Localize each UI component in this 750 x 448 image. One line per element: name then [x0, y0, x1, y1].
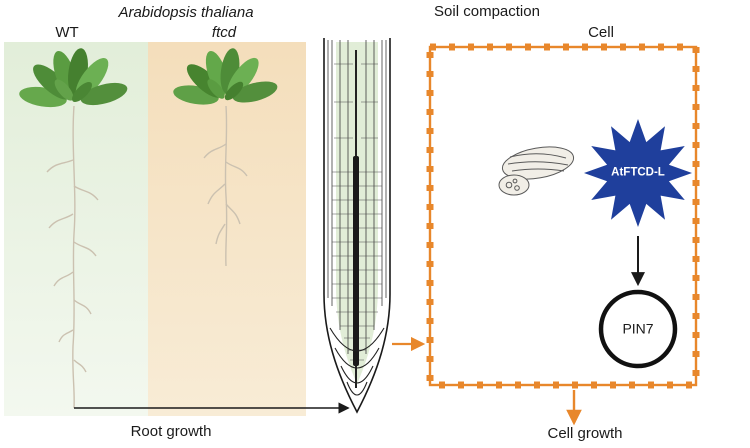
leaf: [232, 81, 278, 103]
wt-plant-illustration: [19, 48, 128, 409]
species-title: Arabidopsis thaliana: [118, 3, 254, 21]
mitochondria-icon: [498, 146, 575, 196]
leaf: [54, 79, 74, 101]
ftcd-plant-illustration: [173, 48, 278, 267]
protein-starburst-icon: [584, 119, 692, 227]
cell-growth-label: Cell growth: [547, 424, 623, 442]
wt-label: WT: [55, 23, 79, 41]
pin7-circle: [598, 289, 678, 369]
wt-root: [46, 105, 99, 409]
root-growth-label: Root growth: [130, 422, 212, 440]
leaf: [72, 82, 92, 102]
cell-membrane-scallops: [426, 43, 700, 389]
leaf: [207, 79, 225, 99]
ftcd-rosette: [173, 48, 278, 105]
cell-label: Cell: [588, 23, 614, 41]
root-tip-vascular-strand: [353, 50, 359, 388]
ftcd-root: [203, 105, 248, 267]
atftcd-l-label: AtFTCD-L: [611, 166, 665, 179]
cell-box: [426, 43, 700, 389]
leaf: [224, 81, 244, 101]
root-tip-section-illustration: [323, 38, 391, 414]
leaf: [80, 82, 128, 106]
wt-rosette: [19, 48, 128, 108]
wt-background-panel: [4, 42, 148, 416]
soil-compaction-label: Soil compaction: [434, 2, 540, 20]
root-cap-layers: [329, 327, 385, 396]
root-tip-cell-files: [327, 40, 387, 354]
ftcd-label: ftcd: [211, 23, 237, 41]
pin7-label: PIN7: [622, 320, 654, 337]
